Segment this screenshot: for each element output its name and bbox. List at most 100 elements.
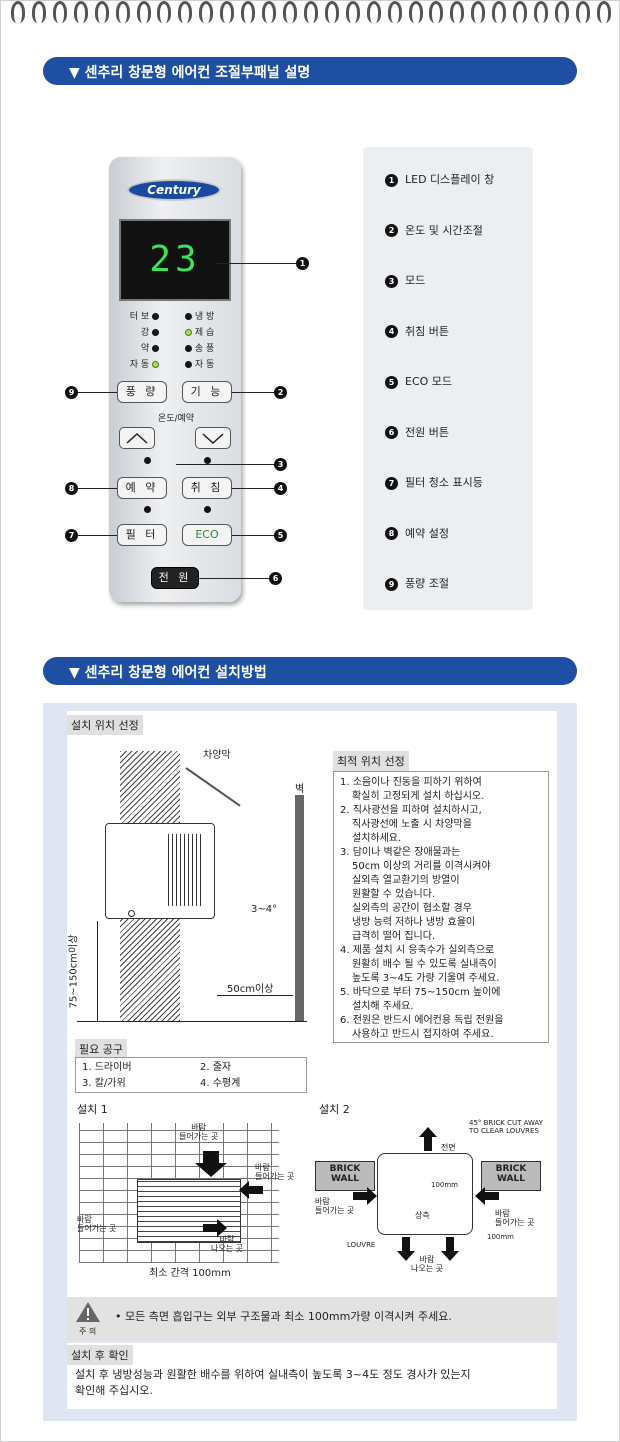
leader-line (176, 464, 274, 465)
ac-unit-1 (137, 1179, 241, 1243)
distance-line (217, 995, 293, 996)
filter-button[interactable]: 필 터 (117, 524, 167, 546)
ac-unit-side (105, 823, 215, 919)
arrow-right-icon (353, 1187, 377, 1205)
callout-1: 1 (296, 257, 309, 270)
louvre-label: LOUVRE (347, 1241, 376, 1249)
temp-up-button[interactable] (119, 427, 155, 449)
best-position-line: 1. 소음이나 진동을 피하기 위하여 (340, 777, 482, 788)
binder-ring (178, 1, 193, 23)
air-in-right-2: 바람 들어가는 곳 (495, 1209, 535, 1227)
air-in-left-2: 바람 들어가는 곳 (315, 1197, 355, 1215)
arrow-up-icon (419, 1127, 437, 1151)
mode-led (204, 457, 211, 464)
sleep-button[interactable]: 취 침 (182, 477, 232, 499)
tool-item: 2. 줄자 (200, 1062, 232, 1073)
temp-reserve-label: 온도/예약 (157, 414, 195, 424)
indicator-fan: 송 풍 (194, 344, 215, 354)
leader-line (232, 488, 274, 489)
install-section-banner: ▼ 센추리 창문형 에어컨 설치방법 (43, 657, 577, 685)
best-position-line: 원활할 수 있습니다. (352, 889, 436, 900)
binder-ring (31, 1, 46, 23)
filter-led (144, 506, 151, 513)
leader-line (199, 578, 269, 579)
eco-button[interactable]: ECO (182, 524, 232, 546)
indicator-dot (152, 329, 159, 336)
air-out: 바람 나오는 곳 (211, 1235, 243, 1253)
leader-line (232, 535, 274, 536)
min-gap-label: 최소 간격 100mm (149, 1268, 231, 1279)
legend-text: 예약 설정 (405, 526, 449, 540)
best-position-line: 50cm 이상의 거리를 이격시켜야 (352, 861, 491, 872)
reserve-button[interactable]: 예 약 (117, 477, 167, 499)
binder-ring (115, 1, 130, 23)
callout-3: 3 (274, 458, 287, 471)
leader-line (77, 392, 117, 393)
legend-text: 필터 청소 표시등 (405, 476, 483, 489)
chevron-down-icon (202, 433, 224, 445)
indicator-dot (152, 313, 159, 320)
legend-text: 모드 (405, 274, 426, 287)
century-logo: Century (127, 179, 221, 201)
best-position-line: 냉방 능력 저하나 냉방 효율이 (352, 917, 476, 928)
indicator-dot-lit (185, 329, 192, 336)
callout-8: 8 (65, 482, 78, 495)
legend-text: 풍량 조절 (405, 577, 449, 590)
callout-9: 9 (65, 386, 78, 399)
temp-down-button[interactable] (195, 427, 231, 449)
air-in-top: 바람 들어가는 곳 (179, 1123, 219, 1141)
ac-unit-top-view (377, 1153, 473, 1235)
indicator-auto-fan: 자 동 (129, 360, 150, 370)
binder-ring (199, 1, 214, 23)
brick-cutaway-note: 45° BRICK CUT AWAY TO CLEAR LOUVRES (469, 1119, 544, 1135)
fan-speed-button[interactable]: 풍 량 (117, 381, 167, 403)
tool-item: 4. 수평계 (200, 1078, 241, 1089)
best-position-line: 2. 직사광선을 피하여 설치하시고, (340, 805, 482, 816)
binder-ring (575, 1, 590, 23)
best-position-line: 실외측 열교환기의 방열이 (352, 875, 460, 886)
leader-line (216, 263, 296, 264)
binder-ring (94, 1, 109, 23)
led-display: 23 (119, 219, 231, 301)
best-position-line: 높도록 3~4도 가량 기울여 주세요. (352, 973, 500, 984)
legend-number: 5 (385, 375, 398, 389)
legend-text: 전원 버튼 (405, 425, 449, 439)
angle-label: 3~4° (251, 904, 278, 915)
legend-number: 4 (385, 325, 398, 338)
best-position-line: 원활히 배수 될 수 있도록 실내측이 (352, 959, 497, 970)
wall-label: 벽 (295, 784, 305, 795)
indicator-dot (185, 313, 192, 320)
best-position-line: 확실히 고정되게 설치 하십시오. (352, 791, 485, 802)
right-indicators: 냉 방 제 습 송 풍 자 동 (185, 311, 225, 371)
binder-ring (429, 1, 444, 23)
binder-ring (73, 1, 88, 23)
leader-line (77, 488, 117, 489)
binder-ring (492, 1, 507, 23)
best-position-line: 3. 담이나 벽같은 장애물과는 (340, 847, 461, 858)
indicator-dot (185, 345, 192, 352)
binder-ring (471, 1, 486, 23)
best-position-line: 실외측의 공간이 협소할 경우 (352, 903, 472, 914)
callout-7: 7 (65, 529, 78, 542)
arrow-left-icon (239, 1181, 263, 1199)
left-indicators: 터 보 강 약 자 동 (125, 311, 159, 371)
leader-line (77, 535, 117, 536)
arrow-down-icon (441, 1237, 459, 1261)
tool-item: 3. 칼/가위 (82, 1078, 126, 1089)
height-label: 75~150cm이상 (68, 934, 80, 1009)
caution-bar (67, 1297, 557, 1341)
brick-wall-left: BRICK WALL (315, 1161, 375, 1191)
binder-ring (220, 1, 235, 23)
gap-label-2: 100mm (487, 1233, 514, 1241)
function-button[interactable]: 기 능 (182, 381, 232, 403)
power-button[interactable]: 전 원 (151, 567, 199, 589)
binder-ring (157, 1, 172, 23)
awning-label: 차양막 (203, 750, 231, 761)
panel-section-banner: ▼ 센추리 창문형 에어컨 조절부패널 설명 (43, 57, 577, 85)
binder-ring (282, 1, 297, 23)
best-position-line: 4. 제품 설치 시 응축수가 실외측으로 (340, 945, 495, 956)
air-out-2: 바람 나오는 곳 (411, 1255, 443, 1273)
